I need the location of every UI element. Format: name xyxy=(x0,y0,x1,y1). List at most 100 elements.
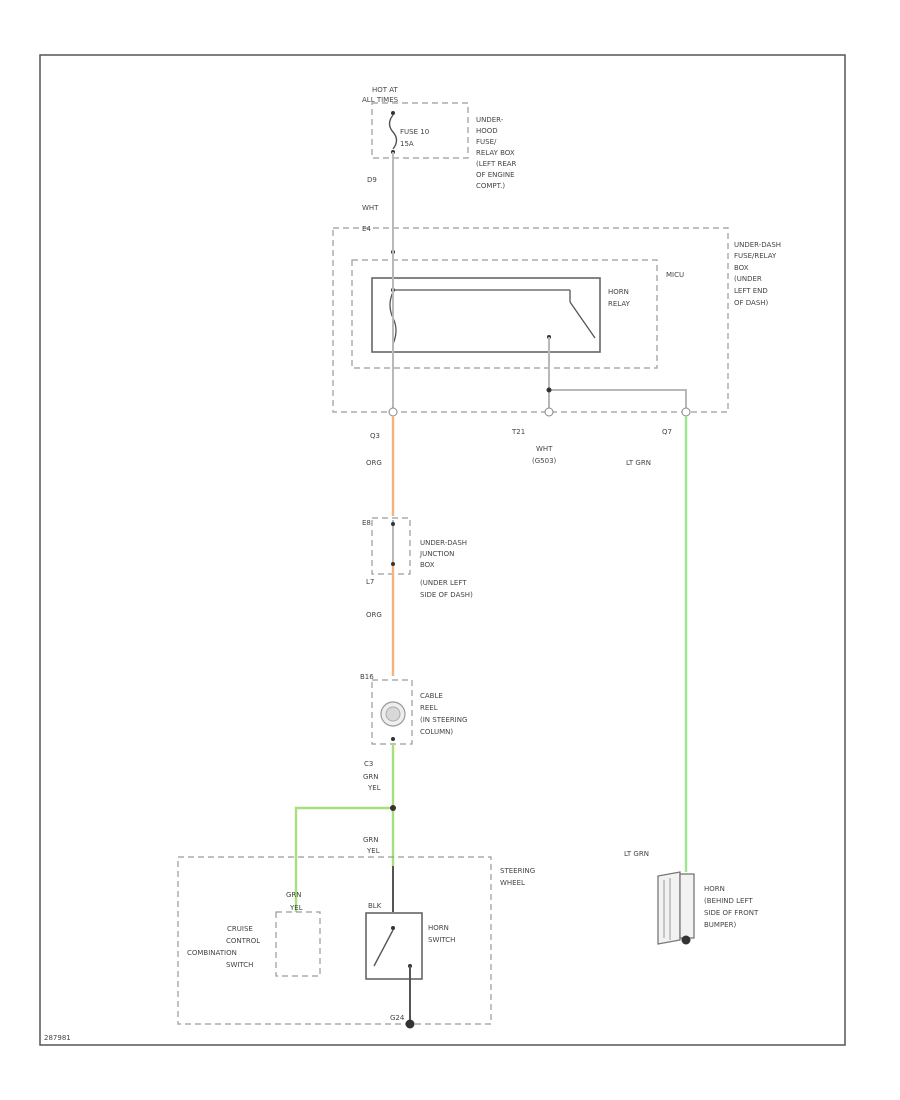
horn-relay-outline xyxy=(371,277,601,353)
junction-box-label: UNDER-DASH JUNCTION BOX (UNDER LEFT SIDE… xyxy=(419,539,473,599)
horn-icon xyxy=(657,871,695,945)
all-times-label: ALL TIMES xyxy=(362,96,399,104)
underdash-fuse-relay-box-label: UNDER-DASH FUSE/RELAY BOX (UNDER LEFT EN… xyxy=(734,241,781,307)
svg-text:HORN: HORN xyxy=(428,924,449,932)
wire-lt-grn-label-2: LT GRN xyxy=(624,850,649,858)
ground-g24-label: G24 xyxy=(390,1014,405,1022)
connector-l7-label: L7 xyxy=(366,578,374,586)
svg-text:OF DASH): OF DASH) xyxy=(734,299,769,307)
micu-box-outline xyxy=(351,259,658,369)
horn-switch-outline xyxy=(365,912,423,980)
svg-text:(IN STEERING: (IN STEERING xyxy=(420,716,467,724)
connector-q3-label: Q3 xyxy=(370,432,380,440)
underdash-fuse-relay-box-outline xyxy=(332,227,729,413)
svg-text:BUMPER): BUMPER) xyxy=(704,921,736,929)
svg-text:WHEEL: WHEEL xyxy=(500,879,525,887)
diagram-code: 287981 xyxy=(44,1034,71,1042)
svg-text:OF ENGINE: OF ENGINE xyxy=(476,171,515,179)
connector-e4-label: E4 xyxy=(362,225,371,233)
cable-reel-label: CABLE REEL (IN STEERING COLUMN) xyxy=(420,692,467,736)
splice-dot-grn-yel xyxy=(390,805,396,811)
connector-q3-icon xyxy=(388,407,398,417)
connector-t21-icon xyxy=(544,407,554,417)
ground-g503-label: (G503) xyxy=(532,457,557,465)
wire-lt-grn-label-1: LT GRN xyxy=(626,459,651,467)
wire-wht-label: WHT xyxy=(362,204,379,212)
svg-text:COLUMN): COLUMN) xyxy=(420,728,453,736)
wire-org-label-2: ORG xyxy=(366,611,382,619)
fuse-10-label: FUSE 10 xyxy=(400,128,429,136)
svg-text:CRUISE: CRUISE xyxy=(227,925,253,933)
wire-grn-yel-cruise xyxy=(294,806,393,912)
svg-text:CABLE: CABLE xyxy=(420,692,443,700)
cable-reel-icon xyxy=(380,701,406,727)
relay-output-wire xyxy=(549,389,687,410)
svg-text:LEFT END: LEFT END xyxy=(734,287,768,295)
connector-q7-label: Q7 xyxy=(662,428,672,436)
svg-text:UNDER-DASH: UNDER-DASH xyxy=(420,539,467,547)
junction-box-outline xyxy=(371,517,411,575)
wire-org-label-1: ORG xyxy=(366,459,382,467)
fuse-amps-label: 15A xyxy=(400,140,414,148)
wire-yel-label-2: YEL xyxy=(366,847,380,855)
svg-text:COMBINATION: COMBINATION xyxy=(187,949,237,957)
svg-text:RELAY BOX: RELAY BOX xyxy=(476,149,515,157)
connector-t21-label: T21 xyxy=(511,428,525,436)
svg-text:(BEHIND LEFT: (BEHIND LEFT xyxy=(704,897,753,905)
svg-text:BOX: BOX xyxy=(734,264,749,272)
connector-d9-label: D9 xyxy=(367,176,377,184)
connector-e8-label: E8 xyxy=(362,519,371,527)
svg-text:SIDE OF FRONT: SIDE OF FRONT xyxy=(704,909,759,917)
svg-text:(LEFT REAR: (LEFT REAR xyxy=(476,160,517,168)
svg-text:FUSE/: FUSE/ xyxy=(476,138,497,146)
steering-wheel-label: STEERING WHEEL xyxy=(500,867,535,887)
wire-yel-label: YEL xyxy=(367,784,381,792)
horn-switch-contact-icon xyxy=(373,926,412,968)
diagram-frame xyxy=(39,54,846,1046)
connector-q7-icon xyxy=(681,407,691,417)
cruise-switch-label: CRUISE CONTROL COMBINATION SWITCH xyxy=(187,925,260,969)
svg-text:BOX: BOX xyxy=(420,561,435,569)
junction-terminal-top xyxy=(391,522,395,526)
splice-dot xyxy=(546,387,552,393)
horn-relay-label: HORN RELAY xyxy=(608,288,631,308)
wire-grn-label: GRN xyxy=(363,773,379,781)
svg-text:STEERING: STEERING xyxy=(500,867,535,875)
wire-grn-label-3: GRN xyxy=(286,891,302,899)
wire-yel-label-3: YEL xyxy=(289,904,303,912)
svg-text:FUSE/RELAY: FUSE/RELAY xyxy=(734,252,777,260)
svg-text:HORN: HORN xyxy=(608,288,629,296)
svg-text:REEL: REEL xyxy=(420,704,438,712)
underhood-fuse-box-outline xyxy=(371,102,469,159)
fuse-icon xyxy=(388,111,398,154)
svg-text:UNDER-DASH: UNDER-DASH xyxy=(734,241,781,249)
svg-text:JUNCTION: JUNCTION xyxy=(419,550,454,558)
svg-text:(UNDER: (UNDER xyxy=(734,275,762,283)
hot-at-label: HOT AT xyxy=(372,86,399,94)
svg-text:RELAY: RELAY xyxy=(608,300,631,308)
cruise-switch-outline xyxy=(275,911,321,977)
horn-label: HORN (BEHIND LEFT SIDE OF FRONT BUMPER) xyxy=(704,885,759,929)
connector-b16-label: B16 xyxy=(360,673,374,681)
svg-text:SIDE OF DASH): SIDE OF DASH) xyxy=(420,591,473,599)
connector-c3-label: C3 xyxy=(364,760,373,768)
relay-contact-icon xyxy=(393,289,596,339)
svg-text:UNDER-: UNDER- xyxy=(476,116,504,124)
horn-switch-label: HORN SWITCH xyxy=(428,924,455,944)
wire-grn-label-2: GRN xyxy=(363,836,379,844)
wire-blk-label: BLK xyxy=(368,902,382,910)
svg-text:COMPT.): COMPT.) xyxy=(476,182,505,190)
svg-text:SWITCH: SWITCH xyxy=(226,961,253,969)
wire-wht-label-2: WHT xyxy=(536,445,553,453)
ground-icon xyxy=(405,1019,415,1029)
junction-terminal-bottom xyxy=(391,562,395,566)
cable-reel-terminal xyxy=(391,737,395,741)
svg-text:SWITCH: SWITCH xyxy=(428,936,455,944)
micu-label: MICU xyxy=(666,271,684,279)
svg-text:CONTROL: CONTROL xyxy=(226,937,260,945)
svg-text:(UNDER LEFT: (UNDER LEFT xyxy=(420,579,467,587)
underhood-fuse-box-label: UNDER- HOOD FUSE/ RELAY BOX (LEFT REAR O… xyxy=(476,116,517,190)
svg-text:HOOD: HOOD xyxy=(476,127,498,135)
svg-text:HORN: HORN xyxy=(704,885,725,893)
